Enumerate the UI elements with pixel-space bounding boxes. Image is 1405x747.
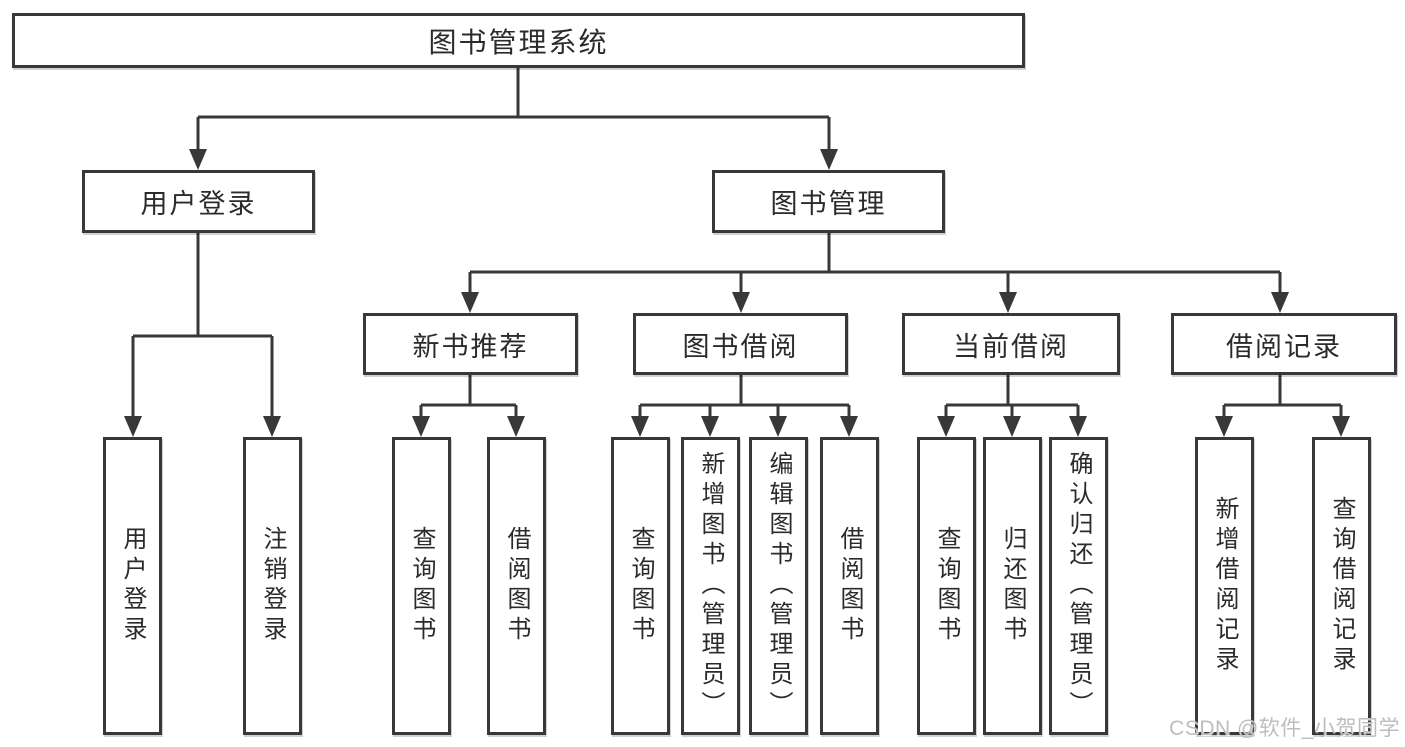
- node-current-borrow: 当前借阅: [902, 313, 1120, 375]
- arrowhead-new-book-rec: [461, 292, 479, 313]
- leaf-borrow-edit: 编辑图书（管理员）: [749, 437, 808, 735]
- leaf-borrow-add-label: 新增图书（管理员）: [697, 451, 723, 721]
- node-book-borrow: 图书借阅: [633, 313, 848, 375]
- leaf-borrow-borrow: 借阅图书: [820, 437, 879, 735]
- connector-book-mgmt-to-level3: [468, 233, 1282, 294]
- arrowhead-leaf-current-return: [1003, 416, 1021, 437]
- leaf-current-confirm-label: 确认归还（管理员）: [1065, 451, 1091, 721]
- leaf-logout-label: 注销登录: [259, 526, 285, 646]
- leaf-newbook-borrow-label: 借阅图书: [503, 526, 529, 646]
- leaf-current-confirm: 确认归还（管理员）: [1049, 437, 1108, 735]
- arrowhead-borrow-record: [1271, 292, 1289, 313]
- arrowhead-book-mgmt: [820, 149, 838, 170]
- node-user-login: 用户登录: [82, 170, 315, 233]
- arrowhead-leaf-borrow-query: [631, 416, 649, 437]
- leaf-record-add-label: 新增借阅记录: [1211, 496, 1237, 676]
- leaf-record-query: 查询借阅记录: [1312, 437, 1371, 735]
- node-new-book-rec-label: 新书推荐: [412, 331, 529, 362]
- leaf-user-login: 用户登录: [103, 437, 162, 735]
- leaf-current-return-label: 归还图书: [999, 526, 1025, 646]
- arrowhead-leaf-newbook-query: [412, 416, 430, 437]
- connector-book-borrow-subtree: [638, 375, 851, 418]
- node-root-label: 图书管理系统: [428, 27, 609, 59]
- node-root: 图书管理系统: [12, 13, 1025, 68]
- arrowhead-current-borrow: [999, 292, 1017, 313]
- leaf-current-query-label: 查询图书: [933, 526, 959, 646]
- node-user-login-label: 用户登录: [140, 189, 257, 219]
- arrowhead-leaf-borrow-edit: [769, 416, 787, 437]
- arrowhead-leaf-record-query: [1332, 416, 1350, 437]
- connector-current-borrow-subtree: [944, 375, 1080, 418]
- arrowhead-user-login: [189, 149, 207, 170]
- leaf-borrow-borrow-label: 借阅图书: [836, 526, 862, 646]
- node-borrow-record-label: 借阅记录: [1226, 331, 1342, 362]
- leaf-user-login-label: 用户登录: [119, 526, 145, 646]
- leaf-borrow-edit-label: 编辑图书（管理员）: [765, 451, 791, 721]
- node-current-borrow-label: 当前借阅: [953, 331, 1069, 362]
- leaf-logout: 注销登录: [243, 437, 302, 735]
- node-book-mgmt-label: 图书管理: [770, 189, 887, 219]
- leaf-record-query-label: 查询借阅记录: [1328, 496, 1354, 676]
- arrowhead-leaf-borrow-add: [701, 416, 719, 437]
- arrowhead-leaf-newbook-borrow: [507, 416, 525, 437]
- arrowhead-leaf-user-login: [124, 416, 142, 437]
- leaf-current-return: 归还图书: [983, 437, 1042, 735]
- arrowhead-leaf-current-confirm: [1069, 416, 1087, 437]
- leaf-borrow-query-label: 查询图书: [627, 526, 653, 646]
- leaf-borrow-query: 查询图书: [611, 437, 670, 735]
- node-new-book-rec: 新书推荐: [363, 313, 578, 375]
- leaf-record-add: 新增借阅记录: [1195, 437, 1254, 735]
- connector-user-login-subtree: [131, 233, 274, 418]
- node-book-mgmt: 图书管理: [712, 170, 945, 233]
- leaf-borrow-add: 新增图书（管理员）: [681, 437, 740, 735]
- arrowhead-leaf-current-query: [937, 416, 955, 437]
- leaf-newbook-borrow: 借阅图书: [487, 437, 546, 735]
- leaf-current-query: 查询图书: [917, 437, 976, 735]
- csdn-watermark: CSDN @软件_小贺同学: [1169, 717, 1400, 740]
- node-book-borrow-label: 图书借阅: [682, 331, 799, 362]
- connector-new-book-subtree: [419, 375, 518, 418]
- arrowhead-leaf-borrow-borrow: [840, 416, 858, 437]
- leaf-newbook-query-label: 查询图书: [408, 526, 434, 646]
- leaf-newbook-query: 查询图书: [392, 437, 451, 735]
- node-borrow-record: 借阅记录: [1171, 313, 1397, 375]
- arrowhead-leaf-logout: [263, 416, 281, 437]
- arrowhead-leaf-record-add: [1215, 416, 1233, 437]
- connector-borrow-record-subtree: [1222, 375, 1343, 418]
- arrowhead-book-borrow: [732, 292, 750, 313]
- connector-root-to-level2: [196, 68, 831, 151]
